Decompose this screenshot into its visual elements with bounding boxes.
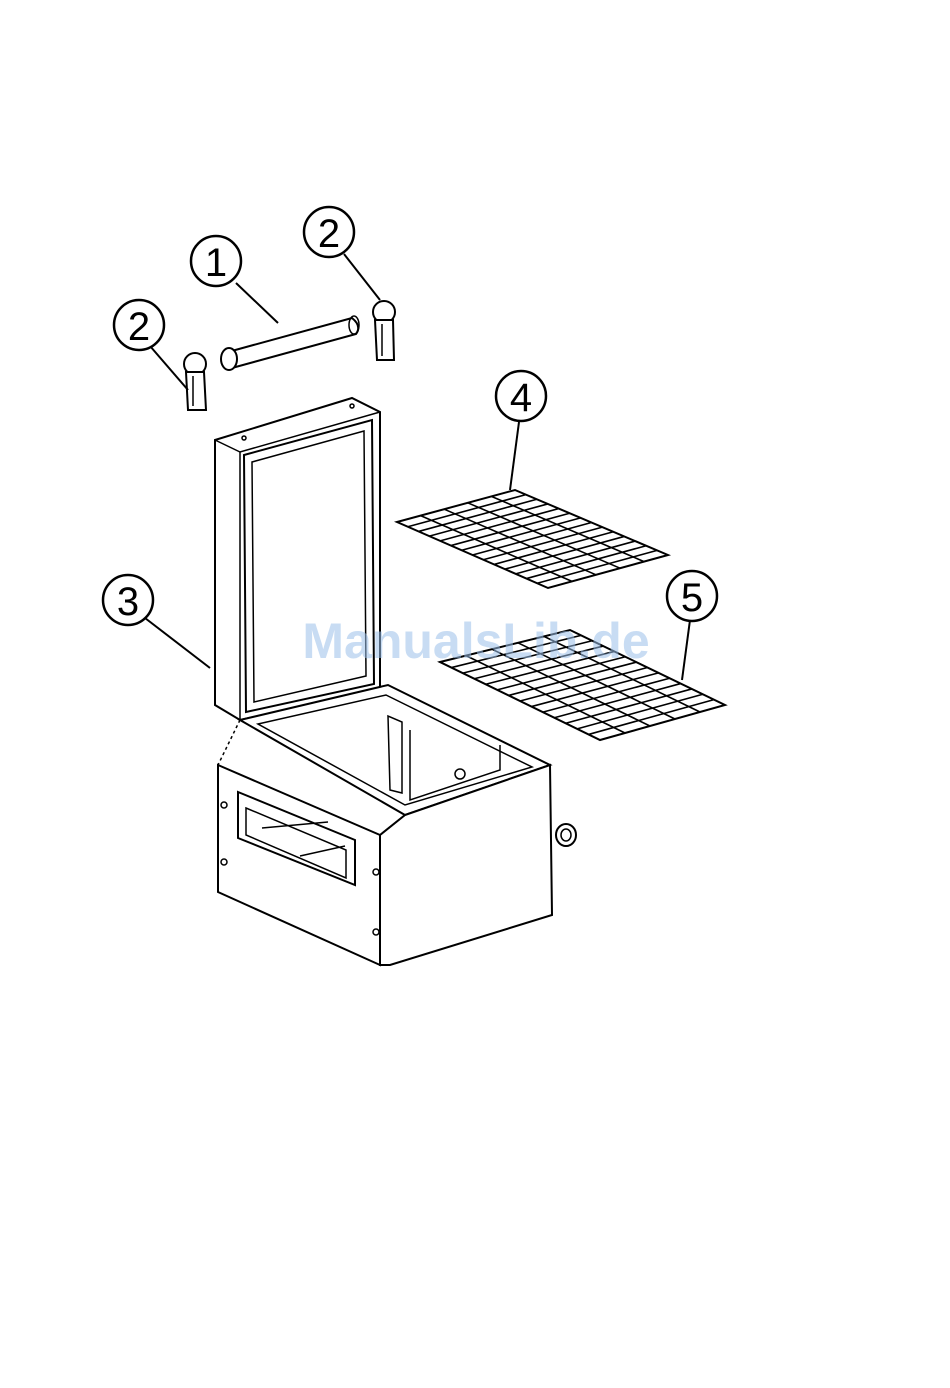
leader-4 <box>510 422 519 490</box>
cabinet-body <box>218 685 576 965</box>
leader-2-right <box>344 254 380 300</box>
leader-3 <box>145 618 210 668</box>
callout-1: 1 <box>191 236 241 286</box>
side-knob <box>556 824 576 846</box>
leader-2-left <box>150 346 188 390</box>
callout-2-left: 2 <box>114 300 164 350</box>
hinge-left-part <box>184 353 206 410</box>
leader-5 <box>682 620 690 680</box>
callout-5-label: 5 <box>681 576 703 620</box>
callout-2-right: 2 <box>304 207 354 257</box>
callout-4-label: 4 <box>510 376 532 420</box>
callout-2-right-label: 2 <box>318 212 340 256</box>
callout-3: 3 <box>103 575 153 625</box>
callout-2-left-label: 2 <box>128 305 150 349</box>
lid-part <box>215 398 380 720</box>
callout-5: 5 <box>667 571 717 621</box>
hinge-right-part <box>373 301 395 360</box>
shelf-upper-part <box>397 490 668 588</box>
leader-1 <box>236 283 278 323</box>
rod-part <box>221 316 359 370</box>
watermark-text: ManualsLib.de <box>302 613 649 669</box>
callout-1-label: 1 <box>205 241 227 285</box>
callout-3-label: 3 <box>117 580 139 624</box>
callout-4: 4 <box>496 371 546 421</box>
